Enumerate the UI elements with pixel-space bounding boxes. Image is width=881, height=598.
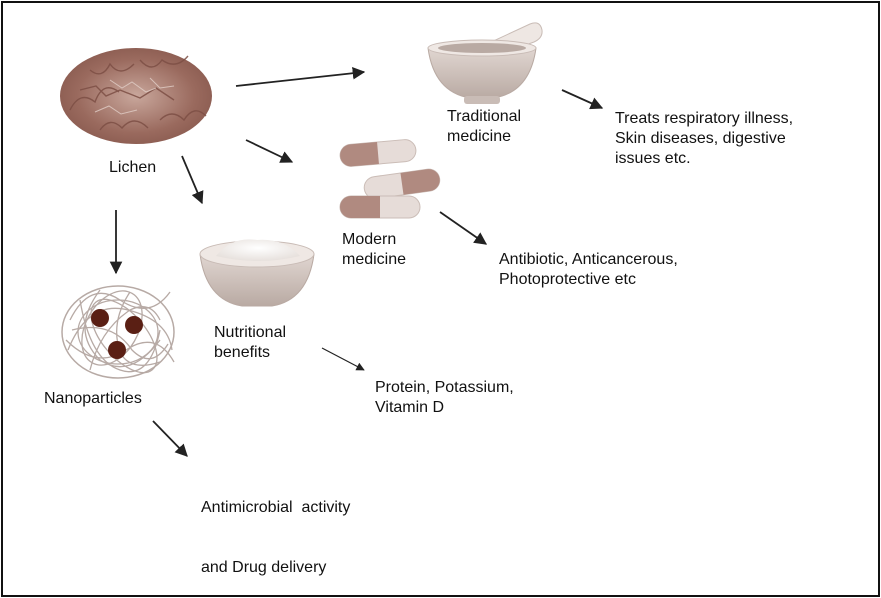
- arrows: [109, 66, 604, 457]
- arrow-lichen-to-traditional: [235, 66, 366, 87]
- nanoparticles-label: Nanoparticles: [44, 390, 142, 407]
- arrow-modern-to-uses: [439, 211, 488, 245]
- nutritional-uses-text: Protein, Potassium, Vitamin D: [375, 378, 514, 418]
- mortar-pestle-icon: [427, 22, 543, 104]
- modern-uses-line-1: Antibiotic, Anticancerous,: [499, 251, 678, 268]
- nanoparticle-uses-line-2: and Drug delivery: [201, 559, 327, 576]
- modern-uses-line-2: Photoprotective etc: [499, 271, 636, 288]
- nutritional-benefits-label: Nutritional benefits: [214, 323, 286, 363]
- traditional-medicine-line-2: medicine: [447, 128, 512, 145]
- capsules-icon: [339, 139, 441, 219]
- arrow-traditional-to-uses: [561, 89, 604, 110]
- arrow-nanoparticles-to-uses: [152, 420, 188, 457]
- lichen-icon: [60, 48, 212, 144]
- traditional-medicine-label: Traditional medicine: [447, 107, 521, 147]
- modern-uses-text: Antibiotic, Anticancerous, Photoprotecti…: [499, 250, 678, 290]
- nutritional-benefits-line-2: benefits: [214, 344, 271, 361]
- traditional-uses-text: Treats respiratory illness, Skin disease…: [615, 109, 793, 169]
- traditional-uses-line-2: Skin diseases, digestive: [615, 130, 786, 147]
- nutritional-benefits-line-1: Nutritional: [214, 324, 287, 341]
- traditional-uses-line-1: Treats respiratory illness,: [615, 110, 794, 127]
- arrow-lichen-to-modern: [245, 139, 294, 163]
- arrow-lichen-to-nutritional: [181, 155, 204, 205]
- powder-bowl-icon: [199, 239, 315, 307]
- modern-medicine-line-2: medicine: [342, 251, 407, 268]
- lichen-label: Lichen: [109, 159, 157, 176]
- modern-medicine-label: Modern medicine: [342, 230, 406, 270]
- traditional-medicine-line-1: Traditional: [447, 108, 522, 125]
- nanoparticle-icon: [61, 285, 175, 379]
- arrow-nutritional-to-uses: [321, 347, 365, 371]
- traditional-uses-line-3: issues etc.: [615, 150, 691, 167]
- nutritional-uses-line-1: Protein, Potassium,: [375, 379, 514, 396]
- nutritional-uses-line-2: Vitamin D: [375, 399, 445, 416]
- nanoparticle-uses-text: Antimicrobial activity and Drug delivery: [201, 458, 350, 598]
- nanoparticle-uses-line-1: Antimicrobial activity: [201, 499, 351, 516]
- modern-medicine-line-1: Modern: [342, 231, 397, 248]
